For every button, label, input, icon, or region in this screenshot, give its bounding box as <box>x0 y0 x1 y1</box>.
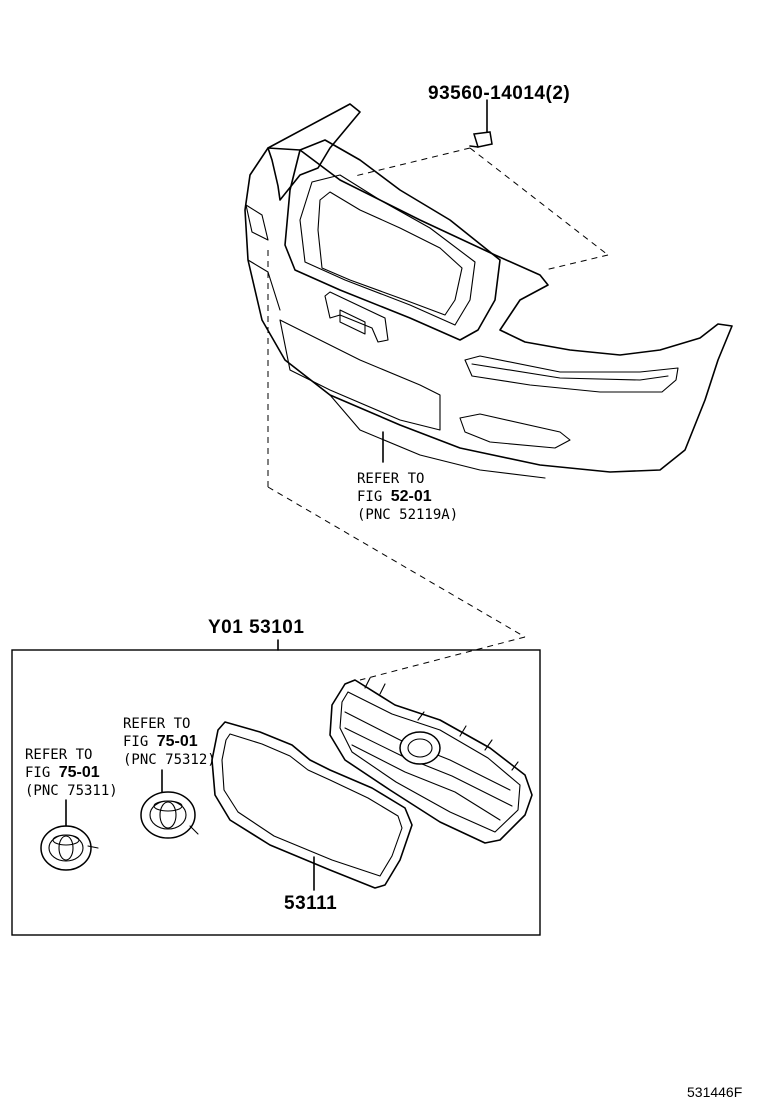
bolt-part-number[interactable]: 93560-14014(2) <box>428 83 571 104</box>
figure-id: 531446F <box>687 1084 743 1100</box>
emblem-left-pnc: (PNC 75311) <box>25 783 118 799</box>
toyota-emblem-mid-icon[interactable] <box>140 769 199 839</box>
bumper-fig: FIG 52-01 <box>357 488 432 505</box>
radiator-grille-icon[interactable] <box>329 677 533 844</box>
bumper-pnc: (PNC 52119A) <box>357 507 459 523</box>
assembly-part-number[interactable]: Y01 53101 <box>208 617 305 638</box>
emblem-left-reference[interactable]: REFER TO FIG 75-01 (PNC 75311) <box>25 748 118 798</box>
emblem-mid-refer-to: REFER TO <box>123 716 191 732</box>
emblem-mid-pnc: (PNC 75312) <box>123 752 216 768</box>
bolt-icon[interactable] <box>469 99 493 148</box>
bumper-reference[interactable]: REFER TO FIG 52-01 (PNC 52119A) <box>357 472 458 522</box>
emblem-mid-reference[interactable]: REFER TO FIG 75-01 (PNC 75312) <box>123 717 216 767</box>
emblem-left-fig: FIG 75-01 <box>25 764 100 781</box>
frame-part-number[interactable]: 53111 <box>284 893 338 914</box>
bumper-to-grille-dash <box>267 250 526 681</box>
front-bumper-cover-icon[interactable] <box>244 103 733 479</box>
assembly-box <box>11 649 541 936</box>
bumper-refer-to: REFER TO <box>357 471 425 487</box>
emblem-left-refer-to: REFER TO <box>25 747 93 763</box>
bolt-dash-lines <box>354 147 609 271</box>
emblem-mid-fig: FIG 75-01 <box>123 733 198 750</box>
toyota-emblem-left-icon[interactable] <box>40 799 99 871</box>
grille-frame-gasket-icon[interactable] <box>211 721 413 891</box>
